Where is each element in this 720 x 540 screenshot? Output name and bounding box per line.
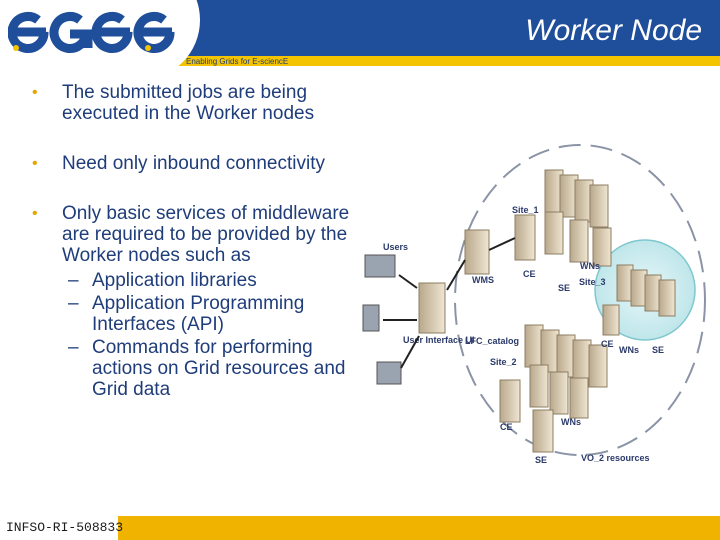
lfc-label: LFC_catalog	[465, 336, 519, 346]
slide-title: Worker Node	[525, 14, 702, 47]
wns1-label: WNs	[580, 261, 600, 271]
bullet-list: • The submitted jobs are being executed …	[28, 82, 358, 400]
header-yellow-bar	[150, 56, 720, 66]
egee-logo	[8, 12, 175, 53]
site3-label: Site_3	[579, 277, 606, 287]
footer-project-id: INFSO-RI-508833	[6, 520, 124, 535]
bullet-dot-icon: •	[32, 84, 38, 101]
site3-wns-cluster	[602, 264, 676, 336]
laptop-icon	[364, 254, 396, 278]
site1-wns-cluster	[514, 169, 612, 267]
dash-icon: –	[68, 337, 79, 358]
sub-bullet-item: – Application Programming Interfaces (AP…	[28, 293, 358, 335]
sub-bullet-text: Application libraries	[92, 270, 257, 291]
site2-wns-cluster	[499, 324, 608, 453]
grid-architecture-diagram: Site_1 CE SE WNs WMS User Interface UI L…	[362, 144, 706, 465]
wms-server	[464, 229, 490, 275]
bullet-dot-icon: •	[32, 155, 38, 172]
bullet-item: • Need only inbound connectivity	[28, 153, 358, 174]
ui-label: User Interface UI	[403, 335, 475, 345]
bullet-text: The submitted jobs are being executed in…	[62, 82, 315, 124]
connection-arrows	[383, 237, 516, 369]
pda-icon	[362, 304, 380, 332]
ce2-label: CE	[500, 422, 513, 432]
wns3-label: WNs	[619, 345, 639, 355]
footer-bar	[0, 516, 720, 540]
ui-server	[418, 282, 446, 334]
bullet-item: • Only basic services of middleware are …	[28, 203, 358, 266]
se2-label: SE	[535, 455, 547, 465]
bullet-item: • The submitted jobs are being executed …	[28, 82, 358, 124]
se3-label: SE	[652, 345, 664, 355]
dash-icon: –	[68, 293, 79, 314]
bullet-dot-icon: •	[32, 205, 38, 222]
sub-bullet-text: Commands for performing actions on Grid …	[92, 337, 346, 400]
bullet-text: Need only inbound connectivity	[62, 153, 326, 174]
wns2-label: WNs	[561, 417, 581, 427]
bullet-text: Only basic services of middleware are re…	[62, 203, 350, 266]
wms-label: WMS	[472, 275, 494, 285]
tagline: Enabling Grids for E-sciencE	[186, 57, 289, 66]
vo-resources-label: VO_2 resources	[581, 453, 650, 463]
vo-boundary	[454, 144, 706, 456]
ce3-label: CE	[601, 339, 614, 349]
ce1-label: CE	[523, 269, 536, 279]
desktop-icon	[376, 361, 402, 385]
sub-bullet-item: – Commands for performing actions on Gri…	[28, 337, 358, 400]
site2-label: Site_2	[490, 357, 517, 367]
sub-bullet-text: Application Programming Interfaces (API)	[92, 293, 305, 335]
footer-label-area	[0, 516, 118, 540]
se1-label: SE	[558, 283, 570, 293]
header-blue-bar	[150, 0, 720, 56]
site1-label: Site_1	[512, 205, 539, 215]
sub-bullet-item: – Application libraries	[28, 270, 358, 291]
dash-icon: –	[68, 270, 79, 291]
users-label: Users	[383, 242, 408, 252]
